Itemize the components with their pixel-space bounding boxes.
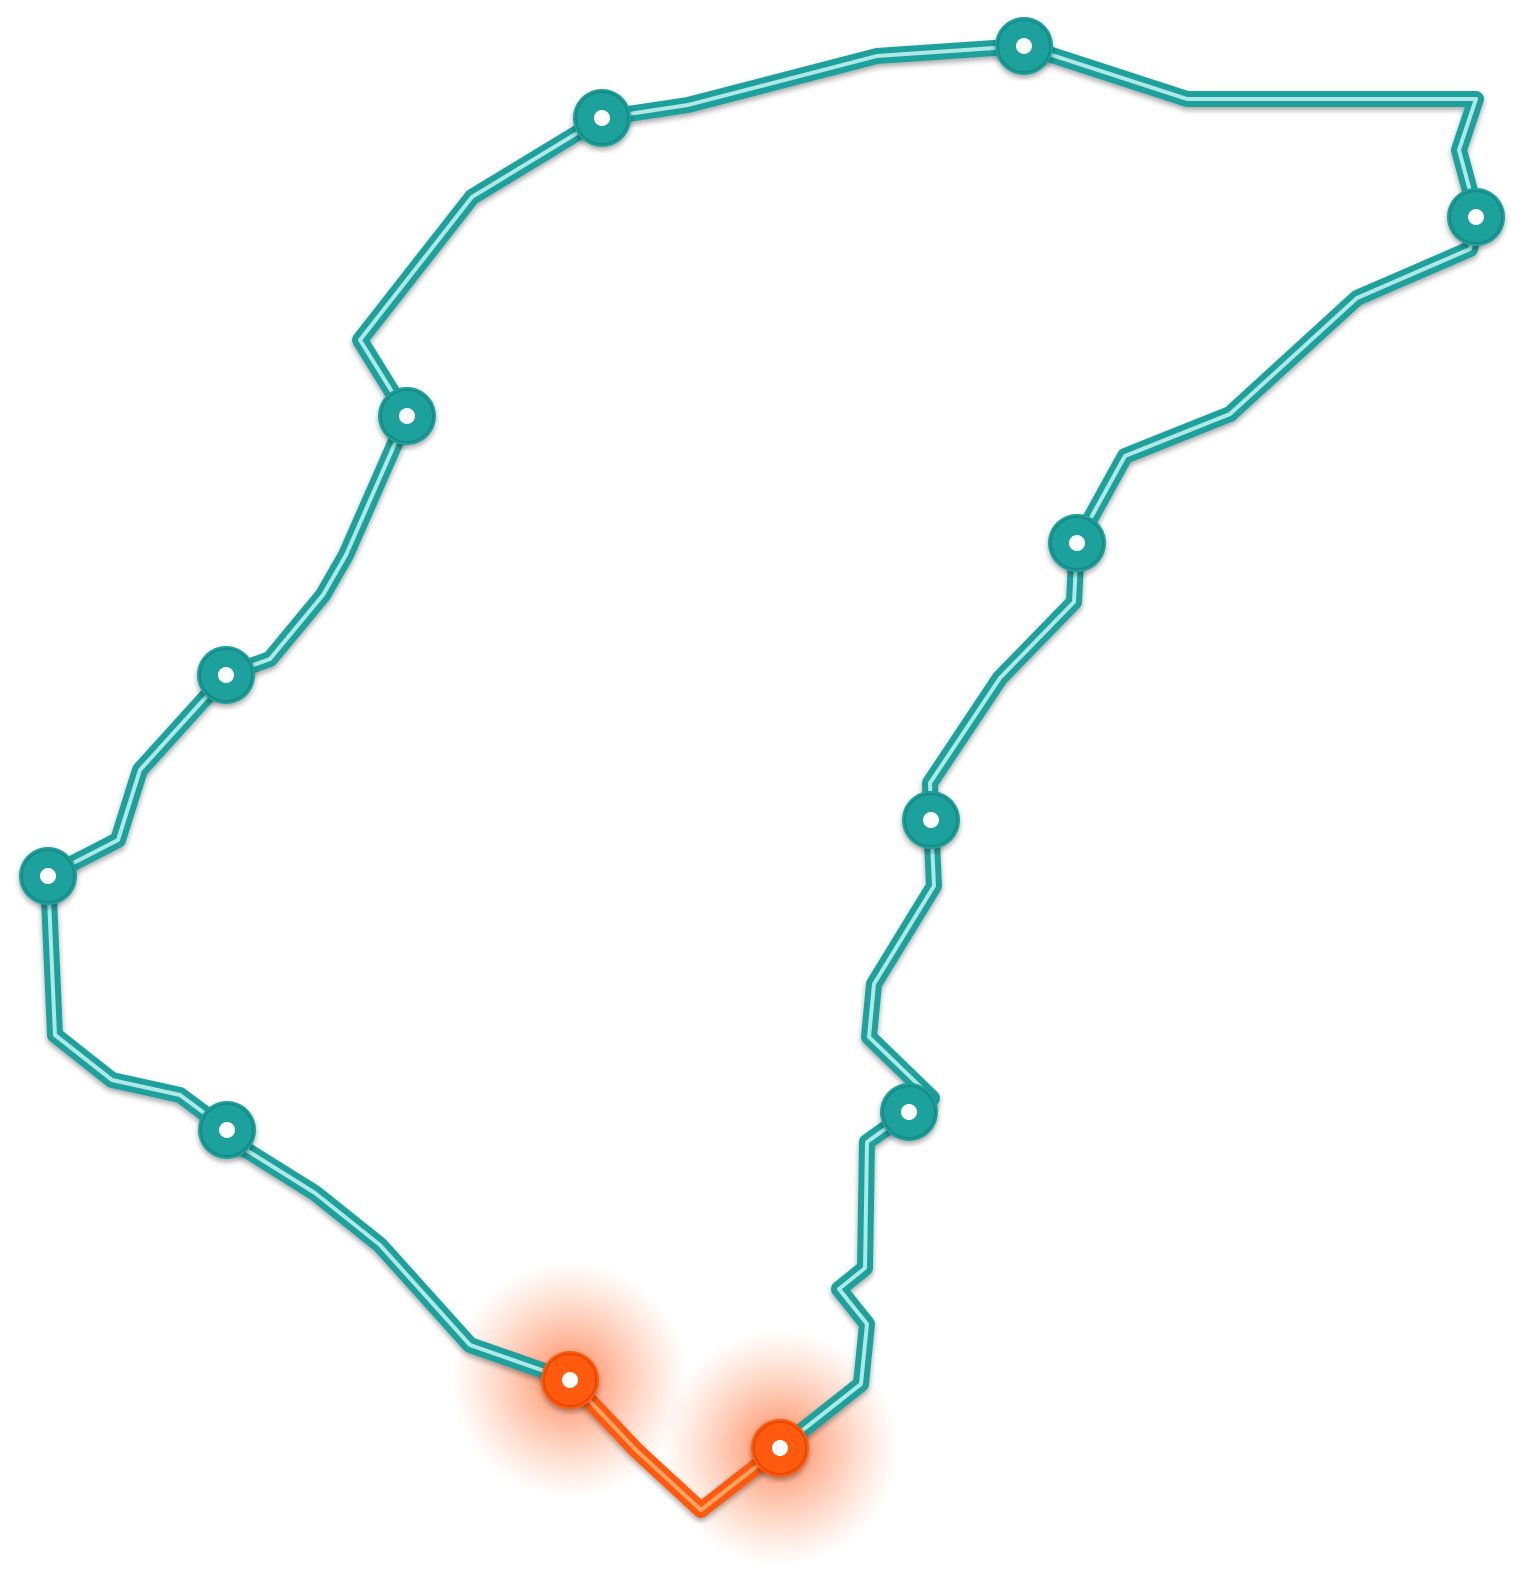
station-center-dot	[219, 1122, 235, 1138]
selected-segment[interactable]	[562, 1372, 788, 1518]
station-ring	[21, 849, 75, 903]
station-center-dot	[1069, 535, 1085, 551]
station-center-dot	[562, 1372, 578, 1388]
station-12[interactable]	[198, 1101, 256, 1159]
station-ring	[1449, 190, 1503, 244]
station-5[interactable]	[1048, 514, 1106, 572]
station-3[interactable]	[1447, 188, 1505, 246]
station-ring	[543, 1353, 597, 1407]
station-center-dot	[40, 868, 56, 884]
station-ring	[575, 91, 629, 145]
station-ring	[997, 19, 1051, 73]
station-11[interactable]	[880, 1083, 938, 1141]
station-ring	[882, 1085, 936, 1139]
route-line[interactable]	[40, 38, 1485, 1456]
station-ring	[200, 1103, 254, 1157]
route-path-highlight	[46, 44, 1479, 1450]
station-center-dot	[901, 1104, 917, 1120]
route-path[interactable]	[40, 38, 1485, 1456]
station-7-selected[interactable]	[541, 1351, 599, 1409]
station-ring	[380, 389, 434, 443]
station-ring	[904, 793, 958, 847]
station-6[interactable]	[197, 646, 255, 704]
station-ring	[199, 648, 253, 702]
station-10[interactable]	[19, 847, 77, 905]
station-center-dot	[923, 812, 939, 828]
station-ring	[1050, 516, 1104, 570]
station-9[interactable]	[902, 791, 960, 849]
station-center-dot	[1016, 38, 1032, 54]
station-center-dot	[218, 667, 234, 683]
station-ring	[753, 1421, 807, 1475]
station-center-dot	[594, 110, 610, 126]
station-2[interactable]	[573, 89, 631, 147]
station-nodes	[19, 17, 1505, 1477]
selected-segment-highlight	[568, 1378, 782, 1512]
station-center-dot	[1468, 209, 1484, 225]
station-8-selected[interactable]	[751, 1419, 809, 1477]
station-1[interactable]	[995, 17, 1053, 75]
station-center-dot	[399, 408, 415, 424]
station-4[interactable]	[378, 387, 436, 445]
station-center-dot	[772, 1440, 788, 1456]
